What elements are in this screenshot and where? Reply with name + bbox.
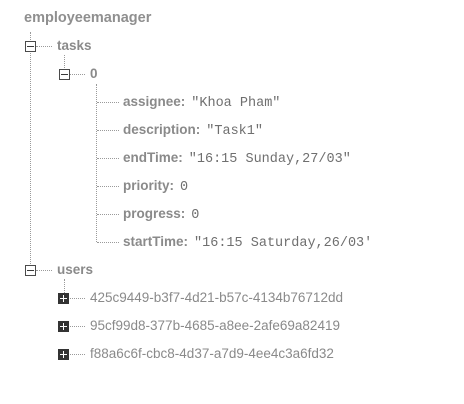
task-0-fields-connector xyxy=(96,84,97,242)
field-value[interactable]: "16:15 Sunday,27/03" xyxy=(188,152,351,167)
field-connector xyxy=(97,130,119,131)
users-connector xyxy=(36,270,52,271)
user-expand-toggle[interactable] xyxy=(58,293,69,304)
user-expand-toggle[interactable] xyxy=(58,349,69,360)
field-connector xyxy=(97,242,119,243)
user-expand-toggle[interactable] xyxy=(58,321,69,332)
task-0-connector xyxy=(70,74,85,75)
tasks-connector xyxy=(36,46,52,47)
field-key: description: xyxy=(123,122,201,137)
field-connector xyxy=(97,186,119,187)
field-key: priority: xyxy=(123,178,175,193)
task-0-node-label[interactable]: 0 xyxy=(90,66,98,81)
user-node-label[interactable]: 95cf99d8-377b-4685-a8ee-2afe69a82419 xyxy=(90,318,340,333)
field-value[interactable]: "Khoa Pham" xyxy=(191,96,281,111)
tasks-node-label[interactable]: tasks xyxy=(57,38,92,53)
tasks-children-connector xyxy=(64,55,65,74)
field-value[interactable]: 0 xyxy=(180,180,189,195)
field-key: assignee: xyxy=(123,94,186,109)
tasks-collapse-toggle[interactable] xyxy=(25,41,36,52)
root-connector xyxy=(30,32,31,270)
user-node-label[interactable]: f88a6c6f-cbc8-4d37-a7d9-4ee4c3a6fd32 xyxy=(90,346,334,361)
field-starttime[interactable]: startTime: "16:15 Saturday,26/03' xyxy=(123,234,372,251)
field-key: endTime: xyxy=(123,150,183,165)
user-connector xyxy=(70,326,85,327)
user-connector xyxy=(70,354,85,355)
users-node-label[interactable]: users xyxy=(57,262,94,277)
user-node-label[interactable]: 425c9449-b3f7-4d21-b57c-4134b76712dd xyxy=(90,290,343,305)
field-connector xyxy=(97,158,119,159)
field-endtime[interactable]: endTime: "16:15 Sunday,27/03" xyxy=(123,150,351,167)
user-connector xyxy=(70,298,85,299)
field-connector xyxy=(97,214,119,215)
field-key: startTime: xyxy=(123,234,189,249)
users-children-connector xyxy=(64,279,65,299)
field-priority[interactable]: priority: 0 xyxy=(123,178,188,195)
field-description[interactable]: description: "Task1" xyxy=(123,122,263,139)
field-value[interactable]: "16:15 Saturday,26/03' xyxy=(194,236,373,251)
field-value[interactable]: 0 xyxy=(191,208,200,223)
field-key: progress: xyxy=(123,206,186,221)
field-assignee[interactable]: assignee: "Khoa Pham" xyxy=(123,94,280,111)
field-connector xyxy=(97,102,119,103)
root-node-label: employeemanager xyxy=(24,10,152,26)
users-collapse-toggle[interactable] xyxy=(25,265,36,276)
field-progress[interactable]: progress: 0 xyxy=(123,206,199,223)
field-value[interactable]: "Task1" xyxy=(206,124,263,139)
task-0-collapse-toggle[interactable] xyxy=(59,69,70,80)
